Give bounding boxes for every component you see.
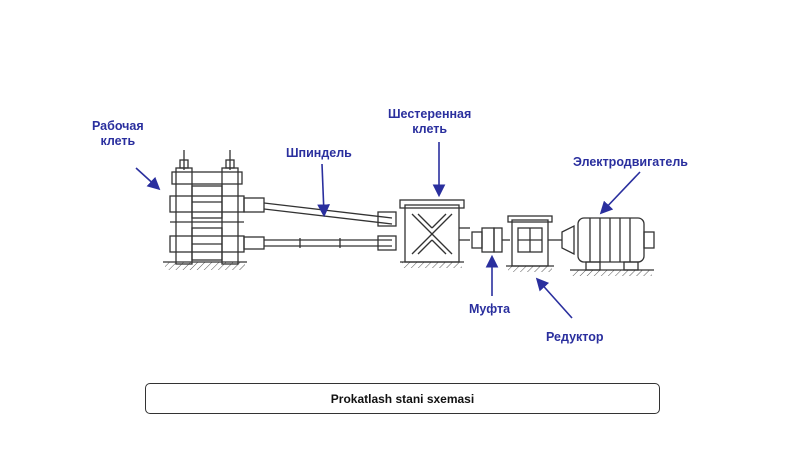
motor-figure	[561, 217, 655, 276]
coupling-figure	[471, 227, 510, 253]
caption-box: Prokatlash stani sxemasi	[145, 383, 660, 414]
label-working-stand-line1: Рабочая	[92, 119, 144, 133]
label-gear-stand-line2: клеть	[412, 122, 448, 136]
label-coupling: Муфта	[469, 302, 511, 316]
spindle-figure	[243, 197, 397, 251]
leader-arrows	[135, 142, 641, 319]
label-gear-stand: Шестеренная клеть	[388, 107, 471, 137]
label-spindle: Шпиндель	[286, 146, 352, 160]
label-working-stand: Рабочая клеть	[92, 119, 144, 149]
arrow-working-stand	[135, 167, 161, 191]
arrow-motor	[599, 171, 641, 215]
arrow-reducer	[535, 277, 573, 319]
label-motor: Электродвигатель	[573, 155, 688, 169]
label-reducer: Редуктор	[546, 330, 604, 344]
label-gear-stand-line1: Шестеренная	[388, 107, 472, 121]
label-working-stand-line2: клеть	[100, 134, 136, 148]
arrow-spindle	[317, 163, 331, 218]
caption-text: Prokatlash stani sxemasi	[330, 391, 475, 406]
gear-stand-figure	[399, 199, 470, 268]
reducer-figure	[506, 215, 562, 272]
working-stand-figure	[163, 150, 247, 270]
